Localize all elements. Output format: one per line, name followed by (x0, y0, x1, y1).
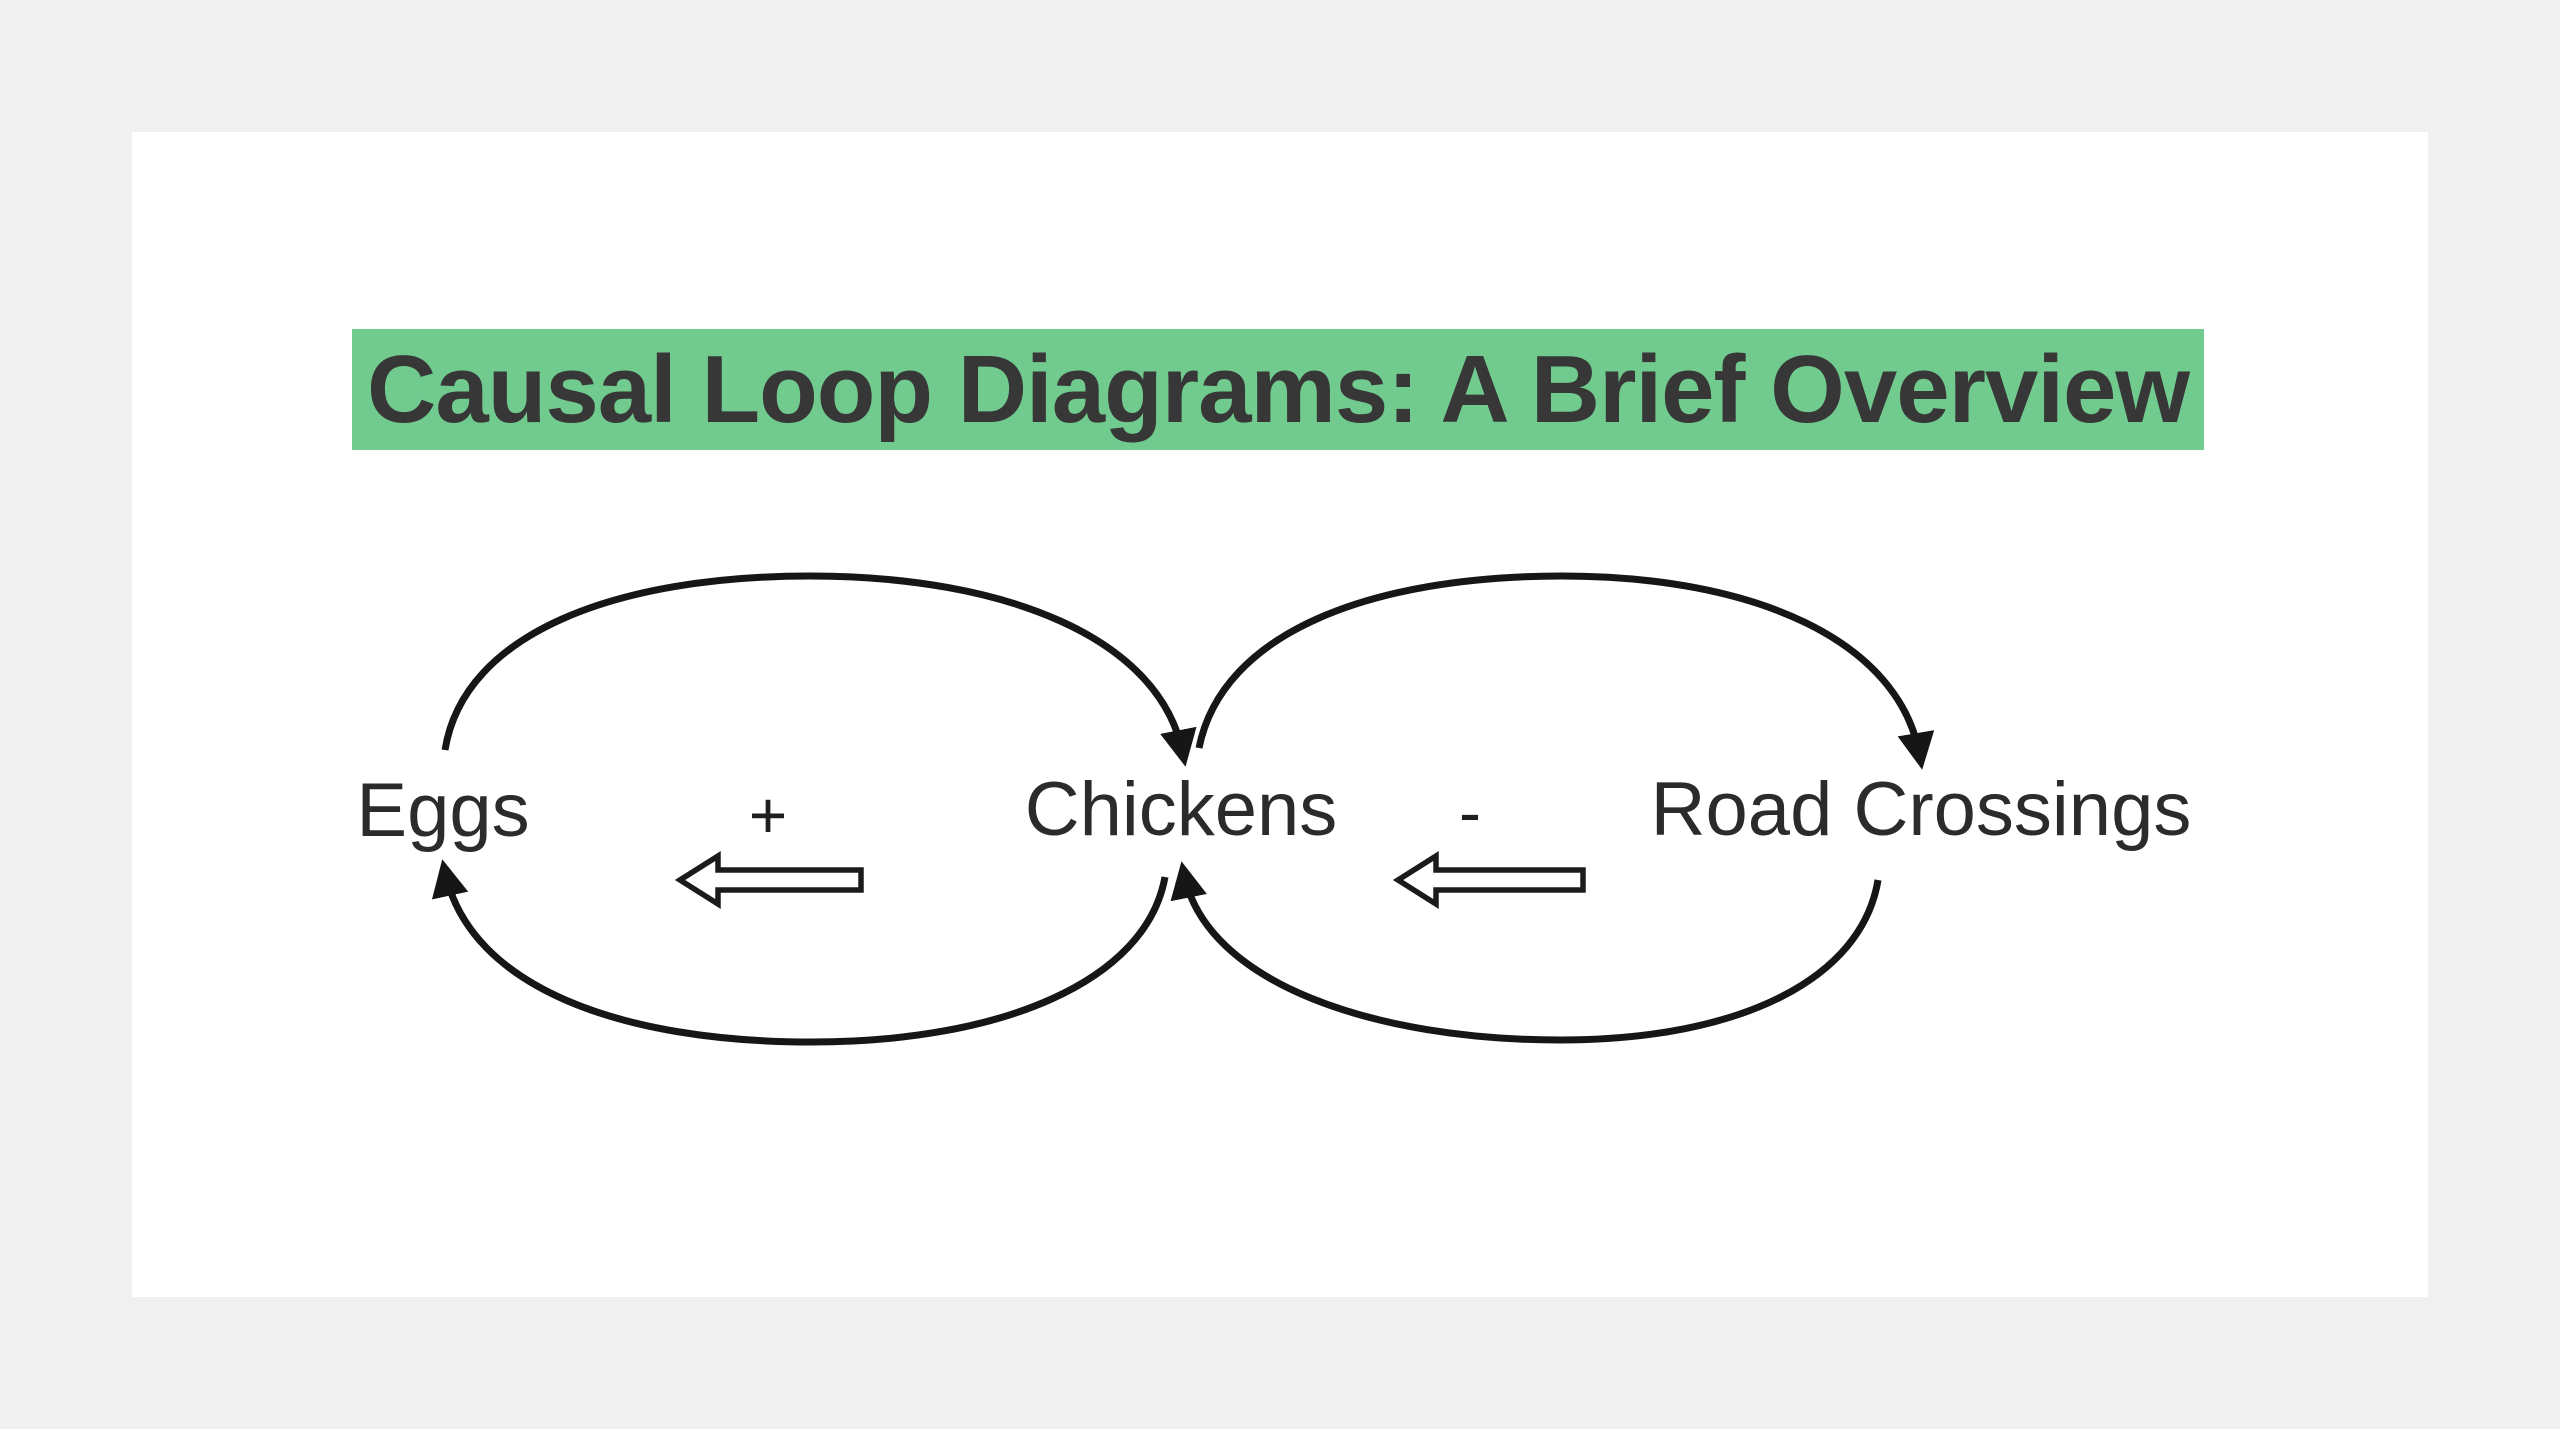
arc-chickens-to-eggs[interactable] (431, 859, 1169, 1046)
page-frame: Causal Loop Diagrams: A Brief Overview E… (132, 132, 2428, 1297)
node-eggs[interactable]: Eggs (356, 768, 530, 853)
arc-eggs-to-chickens[interactable] (441, 572, 1197, 767)
causal-loop-diagram (431, 572, 1935, 1046)
arc-chickens-to-road-crossings[interactable] (1195, 572, 1935, 770)
polarity-plus-label[interactable]: + (748, 778, 788, 852)
node-chickens[interactable]: Chickens (1024, 767, 1338, 852)
page-title: Causal Loop Diagrams: A Brief Overview (367, 335, 2190, 443)
node-road-crossings[interactable]: Road Crossings (1650, 767, 2192, 852)
hollow-left-arrow-plus-icon[interactable] (674, 851, 864, 909)
polarity-minus-label[interactable]: - (1459, 775, 1481, 849)
title-highlight[interactable]: Causal Loop Diagrams: A Brief Overview (352, 329, 2205, 450)
arc-road-crossings-to-chickens[interactable] (1170, 861, 1882, 1044)
hollow-left-arrow-minus-icon[interactable] (1392, 851, 1586, 909)
